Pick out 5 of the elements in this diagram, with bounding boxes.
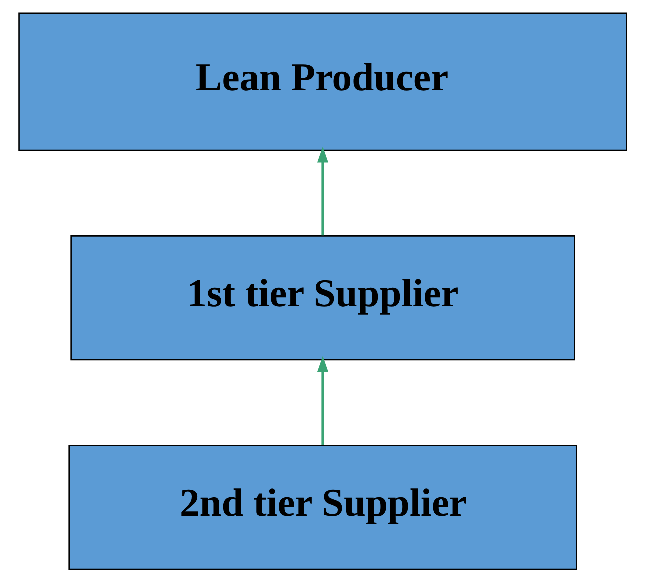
arrow	[317, 356, 329, 446]
arrow	[317, 146, 329, 236]
node-box: Lean Producer	[18, 12, 628, 152]
node-box: 1st tier Supplier	[70, 236, 576, 361]
node-box: 2nd tier Supplier	[68, 445, 578, 570]
